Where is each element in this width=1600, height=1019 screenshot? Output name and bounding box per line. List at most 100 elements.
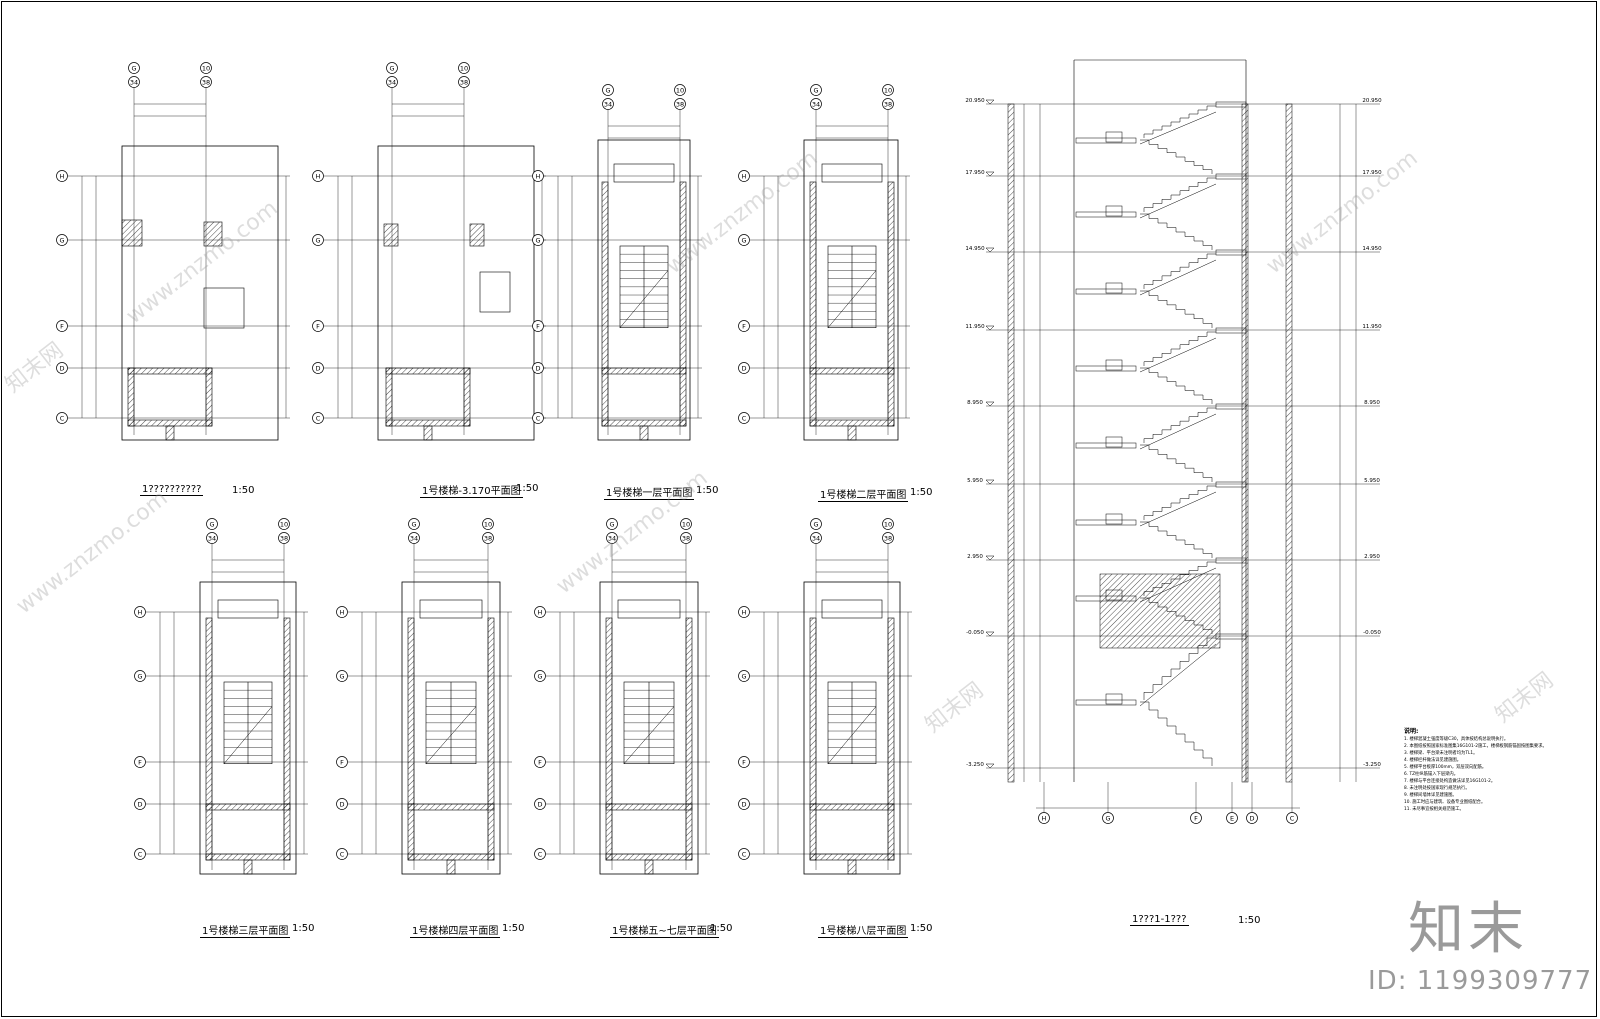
- level-mark: -0.050: [1363, 630, 1381, 636]
- axis-bubble: [738, 606, 750, 618]
- axis-bubble: [532, 362, 544, 374]
- axis-bubble: [386, 62, 398, 74]
- wall-hatch: [685, 617, 693, 805]
- stair-flight: [203, 287, 245, 329]
- level-mark: 20.950: [965, 98, 985, 104]
- note-item: 9. 楼梯间墙体详见建施图。: [1404, 793, 1457, 798]
- wall-hatch: [847, 859, 857, 875]
- wall-hatch: [385, 419, 471, 427]
- axis-label: 38: [682, 534, 690, 542]
- axis-bubble: [56, 320, 68, 332]
- caption-section: 1???1-1??? 1:50: [1130, 914, 1260, 926]
- level-mark: -0.050: [966, 630, 984, 636]
- axis-label: G: [389, 64, 394, 72]
- axis-label: H: [1042, 814, 1047, 822]
- beam-section: [1105, 205, 1123, 217]
- caption-plan-2: 1号楼梯-3.170平面图 1:50: [420, 482, 538, 498]
- axis-label: G: [1105, 814, 1110, 822]
- level-mark: 20.950: [1362, 98, 1382, 104]
- axis-bubble: [738, 362, 750, 374]
- axis-bubble: [206, 518, 218, 530]
- axis-label: H: [538, 608, 543, 616]
- level-mark: -3.250: [1363, 762, 1381, 768]
- wall-hatch: [809, 367, 895, 375]
- axis-bubble: [200, 76, 212, 88]
- axis-bubble: [482, 532, 494, 544]
- level-mark: 8.950: [1364, 400, 1380, 406]
- axis-bubble: [134, 756, 146, 768]
- column-hatch: [203, 221, 223, 247]
- caption-plan-3: 1号楼梯一层平面图 1:50: [604, 484, 718, 500]
- wall-hatch: [165, 425, 175, 441]
- axis-label: 38: [484, 534, 492, 542]
- axis-bubble: [312, 234, 324, 246]
- wall-hatch: [127, 367, 213, 375]
- column-hatch: [121, 219, 143, 247]
- level-symbol: [985, 247, 995, 253]
- caption-plan-8: 1号楼梯八层平面图 1:50: [818, 922, 932, 938]
- axis-bubble: [882, 84, 894, 96]
- axis-label: 34: [812, 100, 820, 108]
- caption-title: 1号楼梯五~七层平面图: [610, 922, 719, 938]
- axis-bubble: [534, 670, 546, 682]
- caption-scale: 1:50: [910, 923, 933, 934]
- level-mark: 11.950: [965, 324, 985, 330]
- axis-bubble: [134, 670, 146, 682]
- axis-bubble: [408, 532, 420, 544]
- axis-label: G: [209, 520, 214, 528]
- axis-bubble: [738, 412, 750, 424]
- wall-hatch: [679, 367, 687, 427]
- axis-label: C: [60, 414, 65, 422]
- stair-slab: [1139, 111, 1217, 145]
- axis-label: H: [742, 172, 747, 180]
- axis-label: 38: [202, 78, 210, 86]
- basement-hatch: [1099, 573, 1221, 649]
- axis-bubble: [56, 362, 68, 374]
- column-hatch: [469, 223, 485, 247]
- caption-scale: 1:50: [710, 923, 733, 934]
- axis-label: C: [138, 850, 143, 858]
- axis-label: 38: [884, 534, 892, 542]
- axis-label: D: [741, 800, 746, 808]
- axis-bubble: [810, 84, 822, 96]
- caption-plan-1: 1?????????? 1:50: [140, 484, 254, 496]
- axis-bubble: [810, 532, 822, 544]
- axis-bubble: [128, 76, 140, 88]
- axis-bubble: [134, 606, 146, 618]
- caption-scale: 1:50: [232, 485, 255, 496]
- level-mark: 17.950: [965, 170, 985, 176]
- axis-bubble: [606, 518, 618, 530]
- axis-label: F: [742, 322, 746, 330]
- axis-label: D: [741, 364, 746, 372]
- wall-hatch: [809, 617, 817, 805]
- axis-bubble: [882, 532, 894, 544]
- stair-flight: [479, 271, 511, 313]
- axis-bubble: [680, 518, 692, 530]
- axis-label: G: [813, 86, 818, 94]
- column-hatch: [383, 223, 399, 247]
- wall-hatch: [685, 803, 693, 861]
- caption-scale: 1:50: [516, 483, 539, 494]
- axis-bubble: [532, 412, 544, 424]
- axis-bubble: [336, 848, 348, 860]
- axis-label: 34: [208, 534, 216, 542]
- stair-cut-line: [425, 706, 477, 764]
- axis-bubble: [606, 532, 618, 544]
- wall-hatch: [601, 367, 687, 375]
- wall-hatch: [601, 181, 609, 369]
- axis-label: G: [605, 86, 610, 94]
- landing-slab: [1215, 481, 1247, 488]
- beam-section: [1105, 436, 1123, 448]
- stair-slab: [1139, 183, 1217, 219]
- landing-outline: [821, 163, 883, 183]
- axis-bubble: [1226, 812, 1238, 824]
- axis-bubble: [738, 170, 750, 182]
- wall-hatch: [1285, 103, 1293, 783]
- axis-label: 10: [884, 86, 892, 94]
- axis-bubble: [882, 98, 894, 110]
- axis-label: G: [315, 236, 320, 244]
- axis-label: 34: [608, 534, 616, 542]
- caption-title: 1号楼梯一层平面图: [604, 484, 695, 500]
- axis-label: 38: [460, 78, 468, 86]
- axis-bubble: [738, 756, 750, 768]
